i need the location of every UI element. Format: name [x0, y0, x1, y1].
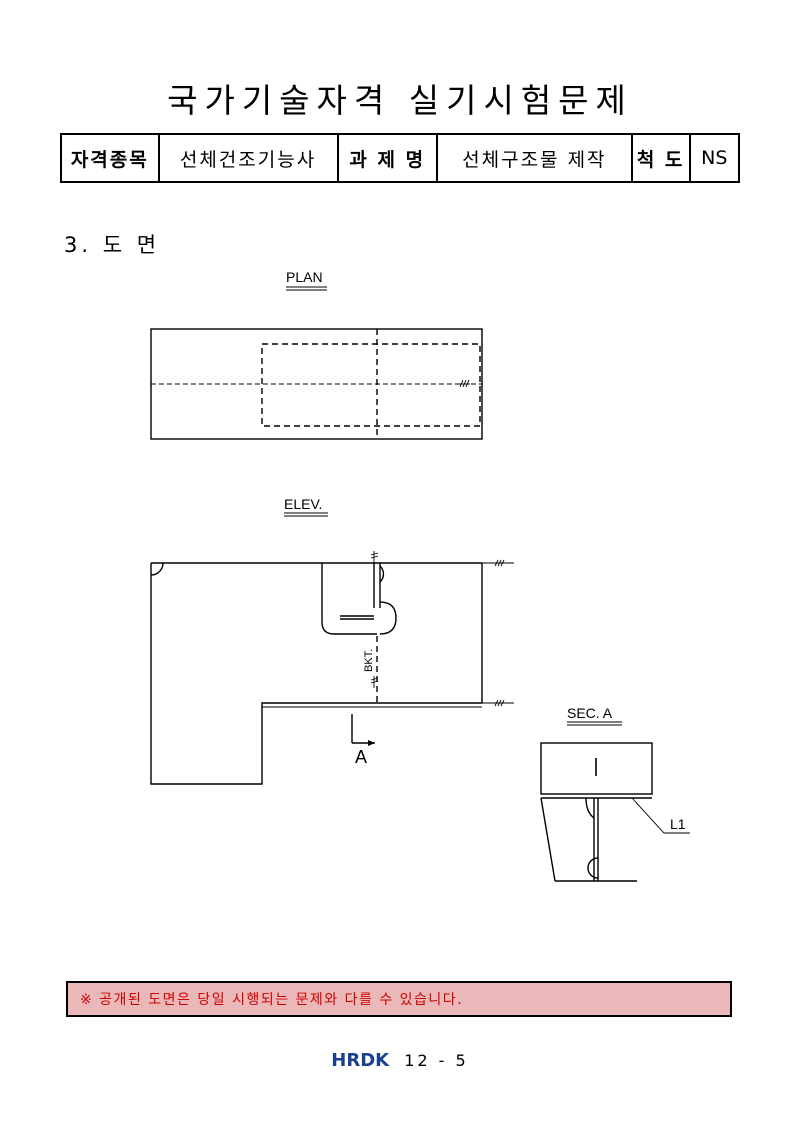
section-a-arrow: [351, 714, 375, 746]
notice-banner: ※ 공개된 도면은 당일 시행되는 문제와 다를 수 있습니다.: [66, 981, 732, 1017]
plan-weld-symbol: [456, 379, 470, 388]
elev-outline: [150, 563, 482, 785]
page-number: 12 - 5: [404, 1051, 469, 1070]
label-underlines: [284, 286, 622, 726]
bkt-label: BKT.: [363, 649, 375, 672]
section-a-view: [540, 742, 690, 882]
scallop-top-left: [150, 562, 164, 576]
plan-hidden-box: [261, 343, 481, 427]
hrdk-logo: HRDK: [331, 1050, 390, 1071]
scallop-bracket-top: [379, 565, 385, 583]
info-table: 자격종목 선체건조기능사 과 제 명 선체구조물 제작 척 도 NS: [60, 133, 740, 183]
page-title: 국가기술자격 실기시험문제: [167, 81, 633, 120]
field-value: 선체건조기능사: [157, 133, 339, 183]
elevation-view: [150, 551, 514, 785]
sec-a-scallop-top: [585, 797, 595, 819]
sec-a-left-side: [540, 797, 556, 882]
elev-label: ELEV.: [284, 496, 322, 512]
notice-text: ※ 공개된 도면은 당일 시행되는 문제와 다를 수 있습니다.: [80, 992, 464, 1008]
task-label: 과 제 명: [336, 133, 438, 183]
page-footer: HRDK 12 - 5: [0, 1050, 800, 1071]
field-label: 자격종목: [60, 133, 160, 183]
l1-label: L1: [670, 816, 686, 832]
sec-a-scallop-bottom: [587, 857, 599, 879]
task-value: 선체구조물 제작: [435, 133, 633, 183]
sec-a-label: SEC. A: [567, 705, 613, 721]
section-marker-label: A: [355, 747, 367, 767]
scallop-bracket-mid: [379, 601, 397, 635]
elev-weld-symbols: [370, 551, 514, 707]
scale-value: NS: [688, 133, 740, 183]
plan-view: [150, 328, 483, 440]
plan-label: PLAN: [286, 269, 323, 285]
scale-label: 척 도: [630, 133, 691, 183]
l1-leader: [631, 797, 690, 834]
sec-a-box: [540, 742, 653, 795]
elev-web-cutout: [321, 563, 377, 635]
section-heading: 3. 도 면: [64, 233, 161, 257]
